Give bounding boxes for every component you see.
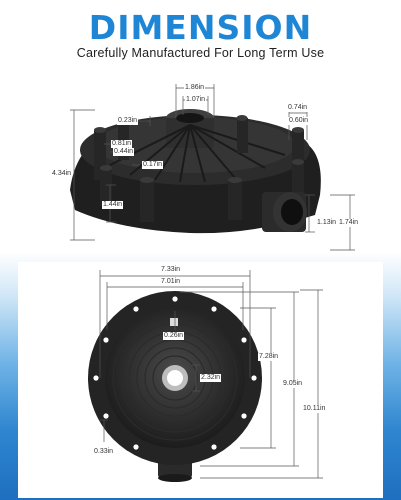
- dim-label-0-26: 0.26in: [163, 332, 185, 340]
- dim-label-0-60: 0.60in: [288, 117, 310, 125]
- dim-label-0-23: 0.23in: [117, 117, 139, 125]
- dim-label-9-05: 9.05in: [282, 380, 304, 388]
- dim-label-7-33: 7.33in: [160, 266, 182, 274]
- page-title: DIMENSION: [88, 8, 313, 47]
- dim-label-1-07: 1.07in: [185, 96, 207, 104]
- page-subtitle: Carefully Manufactured For Long Term Use: [76, 46, 325, 60]
- dim-label-1-86: 1.86in: [184, 84, 206, 92]
- dim-label-1-13: 1.13in: [316, 219, 338, 227]
- dim-label-1-44: 1.44in: [102, 201, 124, 209]
- dim-label-0-74: 0.74in: [287, 104, 309, 112]
- dim-label-0-33: 0.33in: [93, 448, 115, 456]
- header: DIMENSION Carefully Manufactured For Lon…: [0, 0, 401, 66]
- dim-label-2-32: 2.32in: [200, 374, 222, 382]
- dim-label-7-28: 7.28in: [258, 353, 280, 361]
- dim-label-0-44: 0.44in: [113, 148, 135, 156]
- dim-label-0-17: 0.17in: [142, 161, 164, 169]
- dim-label-4-34: 4.34in: [51, 170, 73, 178]
- dim-label-1-74: 1.74in: [338, 219, 360, 227]
- pump-housing-side-view: [70, 109, 321, 234]
- pump-housing-bottom-view: [88, 291, 262, 482]
- dim-label-7-01: 7.01in: [160, 278, 182, 286]
- dim-label-0-81: 0.81in: [111, 140, 133, 148]
- dim-label-10-11: 10.11in: [302, 405, 327, 413]
- bottom-dimension-lines: [99, 270, 323, 479]
